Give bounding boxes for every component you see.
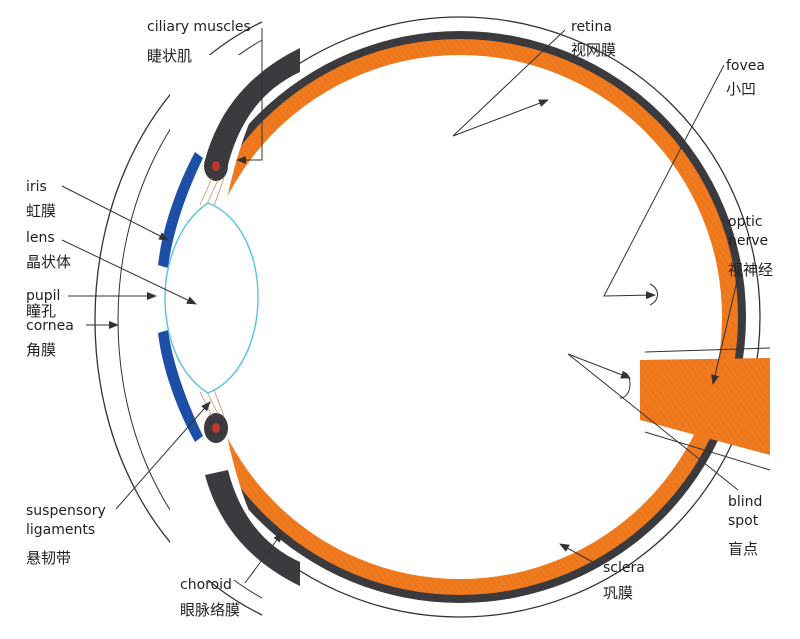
pointer-lines — [61, 28, 741, 584]
choroid-pointer — [244, 532, 283, 584]
label-retina-en: retina — [571, 19, 612, 35]
ciliary-pointer — [236, 28, 263, 164]
vitreous-body — [198, 55, 722, 579]
label-pupil-cn: 瞳孔 — [26, 302, 57, 320]
optic-nerve-fibres — [640, 358, 770, 455]
label-fovea-cn: 小凹 — [726, 80, 757, 98]
label-blind-cn: 盲点 — [728, 540, 759, 558]
label-optic-cn: 视神经 — [728, 261, 774, 279]
ciliary-body-top — [205, 48, 300, 165]
iris-top — [158, 152, 203, 268]
label-suspensory-en-2: ligaments — [26, 522, 96, 538]
sclera-pointer — [559, 543, 601, 567]
label-retina-cn: 视网膜 — [571, 41, 617, 59]
suspensory-fibres-top — [199, 177, 225, 207]
iris-bottom — [158, 330, 203, 442]
blind-spot-pointer — [567, 353, 739, 491]
label-lens-cn: 晶状体 — [26, 253, 72, 271]
label-suspensory-cn: 悬韧带 — [26, 549, 72, 567]
label-optic-en-1: optic — [728, 214, 763, 230]
label-sclera-cn: 巩膜 — [603, 584, 634, 602]
optic-nerve-sheath-top — [644, 347, 771, 353]
label-suspensory-en-1: suspensory — [26, 503, 106, 519]
label-cornea-en: cornea — [26, 318, 74, 334]
lens-pointer — [61, 239, 197, 305]
ciliary-body-bottom — [205, 470, 300, 586]
suspensory-pointer — [115, 401, 211, 510]
label-pupil-en: pupil — [26, 288, 61, 304]
lens-shape — [164, 202, 259, 394]
label-iris-cn: 虹膜 — [26, 202, 57, 220]
anterior-chamber-mask — [170, 55, 290, 580]
ciliary-muscle-top-core — [212, 161, 220, 171]
label-optic-en-2: nerve — [728, 233, 769, 249]
label-sclera-en: sclera — [603, 560, 645, 576]
ciliary-muscle-bottom-core — [212, 423, 220, 433]
label-iris-en: iris — [26, 179, 47, 195]
label-ciliary-en: ciliary muscles — [147, 19, 251, 35]
optic-nerve-pointer — [711, 267, 741, 385]
label-choroid-cn: 眼脉络膜 — [180, 601, 241, 619]
label-cornea-cn: 角膜 — [26, 341, 57, 359]
iris-pointer — [61, 185, 169, 241]
label-blind-en-1: blind — [728, 494, 763, 510]
label-lens-en: lens — [26, 230, 55, 246]
retina-pointer — [452, 29, 566, 137]
optic-nerve-sheath-bottom — [644, 431, 771, 471]
fovea-pointer — [603, 64, 725, 300]
label-blind-en-2: spot — [728, 513, 759, 529]
label-ciliary-cn: 睫状肌 — [147, 47, 193, 65]
label-choroid-en: choroid — [180, 577, 232, 593]
label-fovea-en: fovea — [726, 58, 765, 74]
